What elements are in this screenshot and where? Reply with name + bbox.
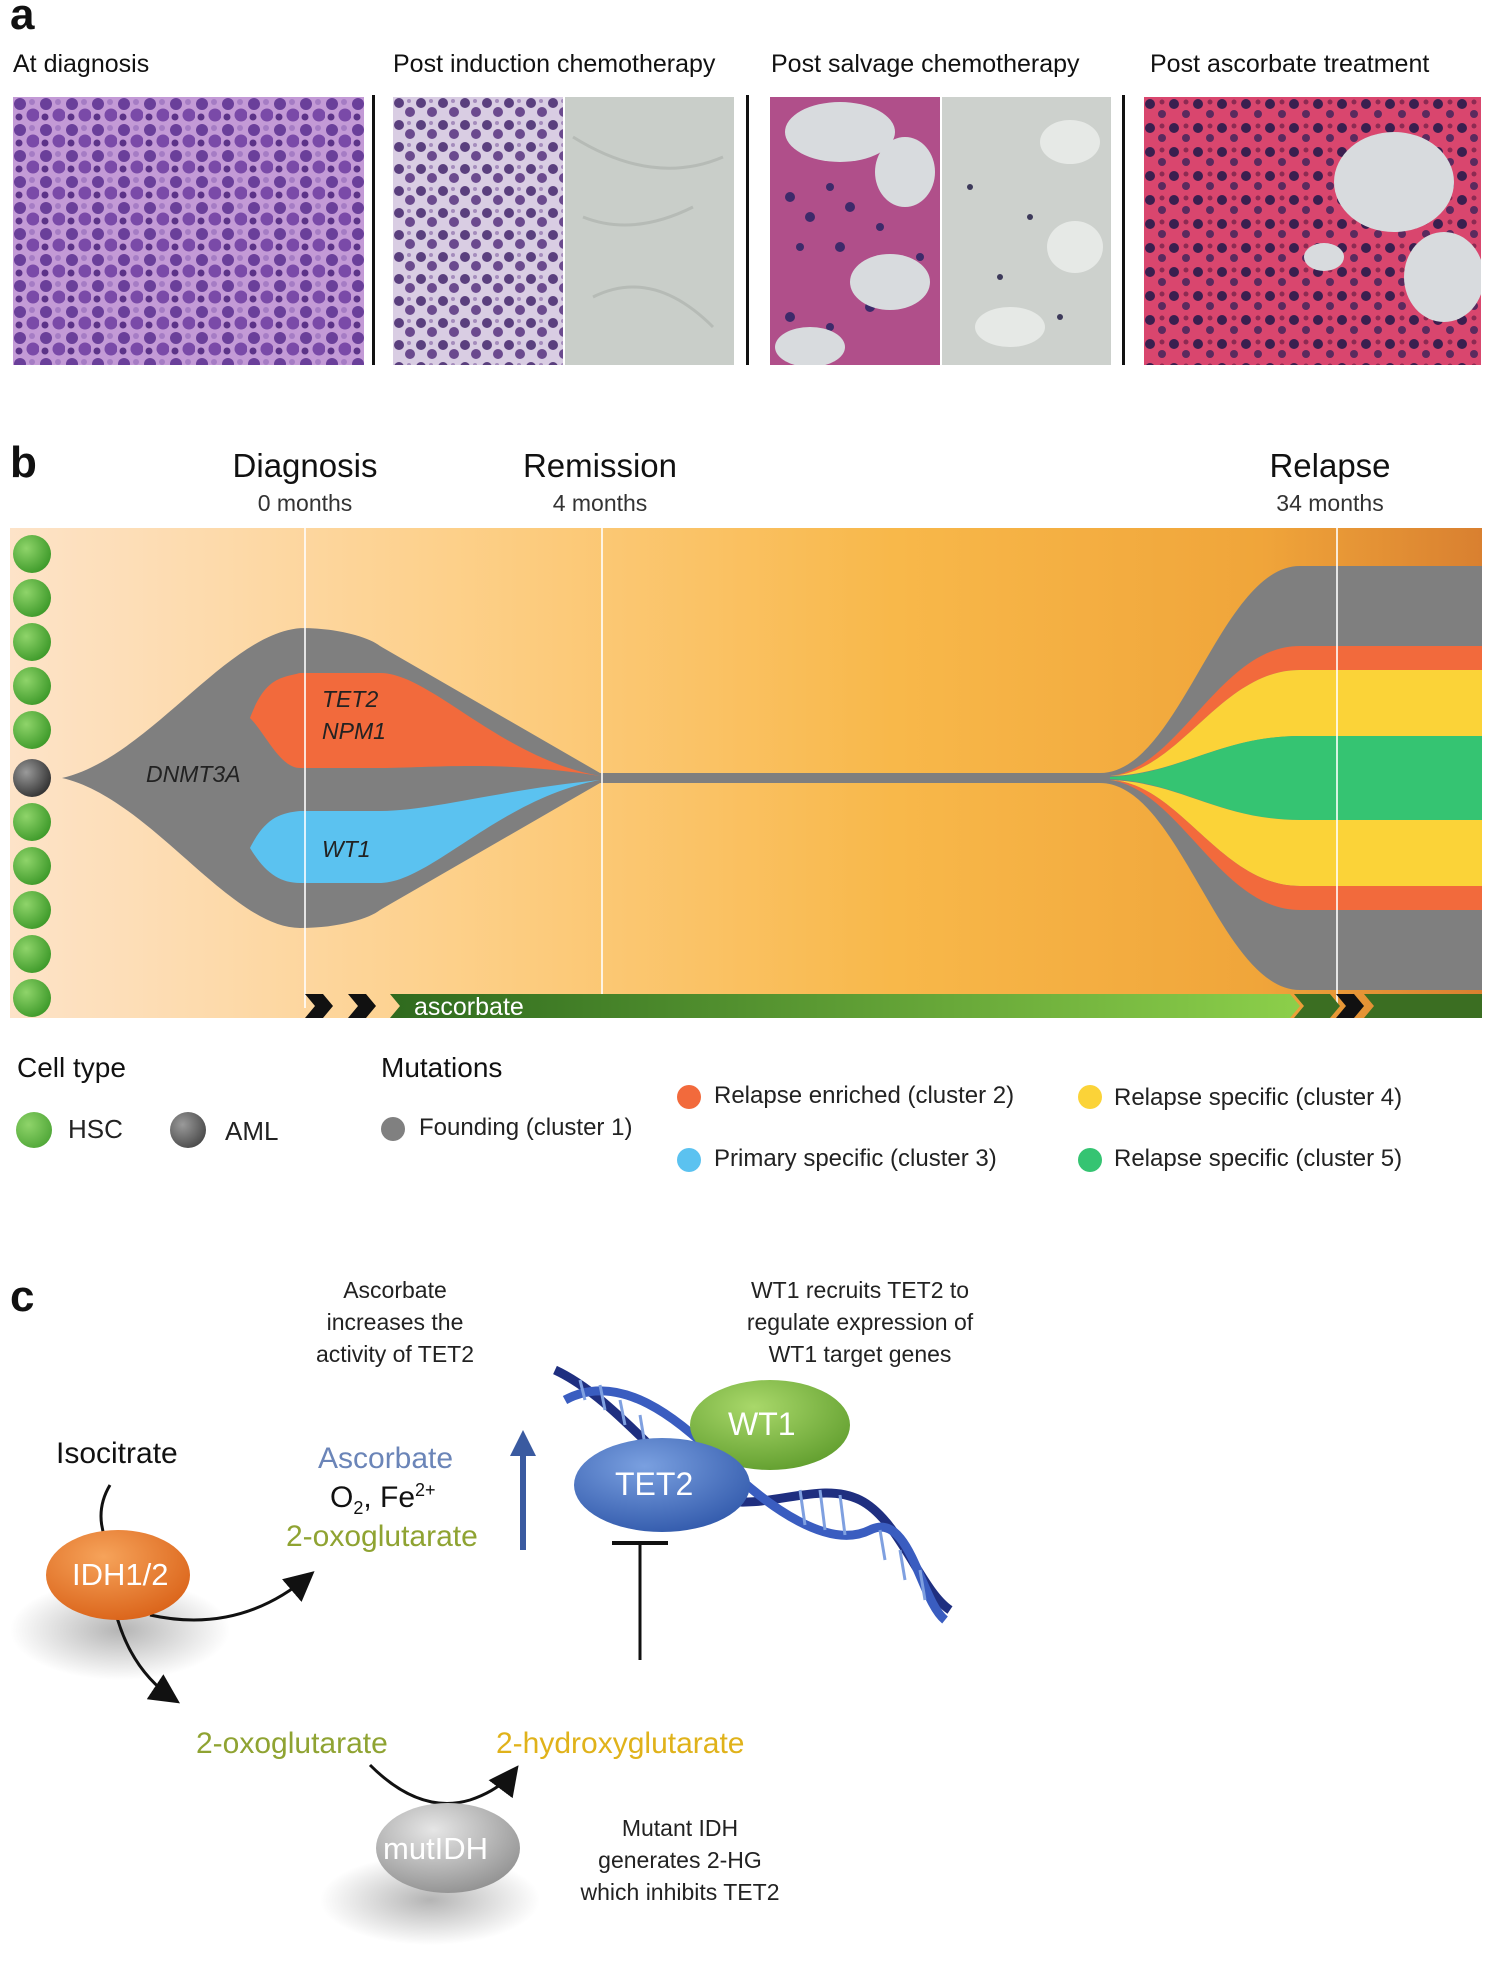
timepoint-remission-time: 4 months — [552, 490, 648, 516]
legend-primary-specific-dot — [677, 1148, 701, 1172]
separator-2 — [746, 95, 749, 365]
timepoint-remission-title: Remission — [522, 447, 678, 484]
legend-relapse-specific-5-dot — [1078, 1148, 1102, 1172]
clone-relapse-specific-4-top — [1110, 670, 1482, 776]
label-ascorbate-bar: ascorbate — [414, 993, 524, 1021]
clone-primary-specific — [250, 780, 600, 883]
note-mutant-idh: Mutant IDH generates 2-HG which inhibits… — [580, 1815, 780, 1905]
label-npm1: NPM1 — [322, 718, 386, 744]
clone-relapse-enriched-bottom — [1110, 780, 1482, 910]
label-tet2: TET2 — [322, 686, 379, 712]
label-post-induction: Post induction chemotherapy — [393, 50, 716, 78]
oxoglutarate-top-label: 2-oxoglutarate — [286, 1520, 478, 1553]
label-post-ascorbate: Post ascorbate treatment — [1150, 50, 1430, 78]
legend-founding-label: Founding (cluster 1) — [419, 1114, 633, 1141]
clone-relapse-enriched-primary — [250, 673, 600, 776]
hydroxyglutarate-label: 2-hydroxyglutarate — [496, 1727, 745, 1760]
histology-post-salvage — [770, 97, 1111, 365]
pathway-diagram — [10, 1365, 953, 1945]
ascorbate-treatment-bar — [305, 994, 1482, 1018]
legend-aml-label: AML — [225, 1116, 279, 1146]
legend-hsc-dot — [16, 1112, 52, 1148]
timepoint-relapse-time: 34 months — [1276, 490, 1384, 516]
legend-founding-dot — [381, 1117, 405, 1141]
legend-aml-dot — [170, 1112, 206, 1148]
legend-relapse-specific-4-label: Relapse specific (cluster 4) — [1114, 1084, 1403, 1111]
legend-cell-type-title: Cell type — [17, 1052, 126, 1083]
cofactors-label: O2, Fe2+ — [330, 1480, 436, 1518]
legend-relapse-enriched-dot — [677, 1085, 701, 1109]
panel-a-letter: a — [10, 0, 35, 39]
clone-relapse-specific-4-bottom — [1110, 780, 1482, 886]
legend-relapse-specific-5-label: Relapse specific (cluster 5) — [1114, 1145, 1403, 1172]
ascorbate-label: Ascorbate — [318, 1442, 454, 1475]
isocitrate-label: Isocitrate — [56, 1437, 178, 1470]
timepoint-relapse-title: Relapse — [1269, 447, 1391, 484]
label-post-salvage: Post salvage chemotherapy — [771, 50, 1080, 78]
cell-column — [13, 535, 51, 1017]
label-at-diagnosis: At diagnosis — [13, 50, 150, 78]
separator-1 — [372, 95, 375, 365]
note-ascorbate-tet2: Ascorbate increases the activity of TET2 — [315, 1277, 475, 1367]
mutidh-label: mutIDH — [383, 1831, 489, 1866]
timepoint-diagnosis-time: 0 months — [257, 490, 353, 516]
note-wt1-recruits-tet2: WT1 recruits TET2 to regulate expression… — [746, 1277, 974, 1367]
histology-post-induction — [393, 97, 734, 365]
dna-helix — [553, 1365, 953, 1624]
oxoglutarate-bottom-label: 2-oxoglutarate — [196, 1727, 388, 1760]
legend-mutations-title: Mutations — [381, 1052, 503, 1083]
legend-hsc-label: HSC — [68, 1114, 123, 1144]
clone-relapse-specific-5 — [1110, 736, 1482, 820]
idh-label: IDH1/2 — [72, 1557, 169, 1592]
wt1-protein-label: WT1 — [728, 1406, 796, 1442]
legend-primary-specific-label: Primary specific (cluster 3) — [714, 1145, 997, 1172]
histology-at-diagnosis — [13, 97, 364, 365]
clone-founding-shape — [62, 566, 1482, 990]
tet2-protein-label: TET2 — [615, 1466, 694, 1502]
legend-relapse-enriched-label: Relapse enriched (cluster 2) — [714, 1082, 1015, 1109]
legend-relapse-specific-4-dot — [1078, 1085, 1102, 1109]
panel-b-letter: b — [10, 438, 37, 487]
separator-3 — [1122, 95, 1125, 365]
label-wt1: WT1 — [322, 836, 371, 862]
histology-post-ascorbate — [1144, 97, 1481, 365]
panel-c-letter: c — [10, 1272, 35, 1321]
clonal-evolution-fishplot — [10, 528, 1482, 1018]
clone-relapse-enriched-top — [1110, 646, 1482, 776]
timepoint-diagnosis-title: Diagnosis — [232, 447, 378, 484]
label-dnmt3a: DNMT3A — [146, 761, 241, 787]
